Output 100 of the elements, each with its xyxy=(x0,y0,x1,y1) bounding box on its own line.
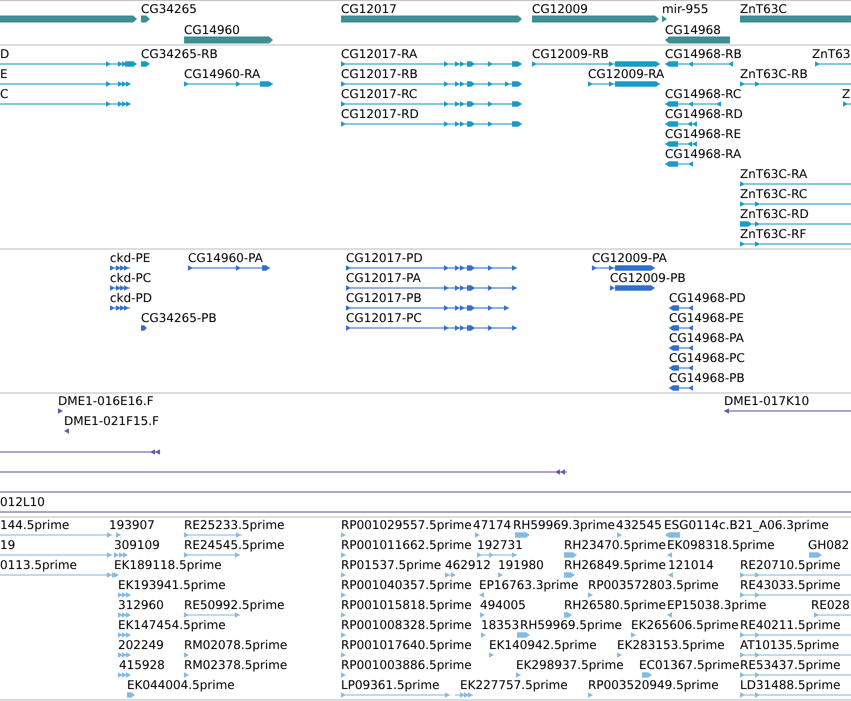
est-name: EP16763.3prime xyxy=(480,580,578,592)
protein-name: CG14968-PC xyxy=(670,353,744,362)
est-name: RE53437.5prime xyxy=(741,660,840,672)
est-name: RP003572803.5prime xyxy=(589,580,718,592)
est-name: RH59969.5prime xyxy=(521,620,622,632)
protein-name: CG12017-PB xyxy=(346,293,421,302)
est-name: EK147454.5prime xyxy=(119,620,226,632)
transcript-name: ZnT63C-RD xyxy=(740,209,808,218)
protein-name: CG12017-PA xyxy=(346,273,421,282)
transcript-name: C xyxy=(0,89,8,98)
gene-name: CG34265 xyxy=(142,4,196,14)
protein-name: ckd-PC xyxy=(110,272,150,282)
protein-name: CG14968-PE xyxy=(670,313,744,322)
gene-name: ZnT63C xyxy=(740,4,786,14)
protein-name: CG12017-PC xyxy=(346,313,422,322)
transcript-name: CG12017-RB xyxy=(342,69,417,78)
est-name: 309109 xyxy=(114,540,159,550)
est-name: 192731 xyxy=(478,540,522,550)
est-name: 432545 xyxy=(616,520,661,530)
est-name: 121014 xyxy=(669,560,714,570)
gene-name: CG14960 xyxy=(184,25,240,34)
est-name: 144.5prime xyxy=(1,520,69,532)
est-name: RP001029557.5prime xyxy=(342,520,472,532)
transcript-name: CG12017-RC xyxy=(342,89,417,98)
gene-name: CG12009 xyxy=(532,4,587,14)
est-name: RE43033.5prime xyxy=(741,580,840,592)
est-name: RP003520949.5prime xyxy=(589,680,718,692)
est-name: ESG0114c.B21_A06.3prime xyxy=(665,520,828,532)
est-name: EK298937.5prime xyxy=(517,660,624,672)
protein-name: CG12009-PB xyxy=(610,273,685,282)
transcript-name: CG12009-RA xyxy=(588,69,664,78)
est-name: LD31488.5prime xyxy=(741,680,840,692)
transcript-name: CG12009-RB xyxy=(532,49,608,58)
clone-name: DME1-021F15.F xyxy=(65,416,158,426)
est-name: 494005 xyxy=(480,600,525,610)
est-name: RP001015818.5prime xyxy=(342,600,472,612)
protein-name: CG14968-PB xyxy=(670,373,744,382)
est-name: RP001008328.5prime xyxy=(342,620,472,632)
est-name: RP001011662.5prime xyxy=(342,540,472,552)
est-name: EK283153.5prime xyxy=(618,640,724,652)
transcript-name: D xyxy=(1,49,9,58)
est-name: RH26849.5prime xyxy=(565,560,666,572)
transcript-name: CG14968-RE xyxy=(666,129,740,138)
transcript-name: ZnT63C-RA xyxy=(740,169,808,178)
est-name: RE25233.5prime xyxy=(185,520,284,532)
est-name: 47174 xyxy=(474,520,510,529)
gene-name: CG14968 xyxy=(666,25,720,34)
transcript-name: CG34265-RB xyxy=(142,49,217,58)
transcript-name: ZnT63C-RF xyxy=(740,229,806,238)
protein-name: CG14968-PD xyxy=(670,293,745,302)
clone-name: 012L10 xyxy=(0,497,44,506)
est-name: RH23470.5prime xyxy=(565,540,666,552)
transcript-name: CG14960-RA xyxy=(184,69,260,78)
transcript-name: Z xyxy=(842,89,850,98)
est-name: RM02078.5prime xyxy=(185,640,287,652)
est-name: EK193941.5prime xyxy=(119,580,226,592)
transcript-name: CG14968-RD xyxy=(666,109,742,118)
est-name: LP09361.5prime xyxy=(342,680,439,692)
est-name: RE40211.5prime xyxy=(741,620,840,632)
transcript-name: CG14968-RA xyxy=(666,149,742,158)
protein-name: ckd-PD xyxy=(110,292,152,302)
est-name: 202249 xyxy=(118,640,163,650)
clone-name: DME1-016E16.F xyxy=(59,396,153,406)
est-name: 312960 xyxy=(118,600,163,610)
est-name: EK044004.5prime xyxy=(128,680,234,692)
transcript-name: CG14968-RC xyxy=(666,89,741,98)
transcript-name: CG12017-RA xyxy=(342,49,418,58)
protein-name: ckd-PE xyxy=(110,252,150,262)
gene-name: CG12017 xyxy=(342,4,396,14)
est-name: 193907 xyxy=(110,520,154,530)
clone-name: DME1-017K10 xyxy=(725,396,808,406)
est-name: RM02378.5prime xyxy=(185,660,287,672)
gene-name: mir-955 xyxy=(663,4,708,14)
est-name: RH26580.5prime xyxy=(565,600,666,612)
est-name: RP001003886.5prime xyxy=(342,660,472,672)
est-name: 415928 xyxy=(120,660,164,670)
est-name: EK140942.5prime xyxy=(490,640,596,652)
est-name: EP15038.3prime xyxy=(668,600,766,612)
est-name: AT10135.5prime xyxy=(740,640,839,652)
est-name: EK227757.5prime xyxy=(461,680,568,692)
transcript-name: ZnT63 xyxy=(812,49,850,58)
est-name: RE028 xyxy=(812,600,849,610)
est-name: RE24545.5prime xyxy=(185,540,284,552)
protein-name: CG14960-PA xyxy=(188,253,263,262)
est-name: EK098318.5prime xyxy=(668,540,774,552)
est-name: 462912 xyxy=(446,560,490,570)
est-name: EK265606.5prime xyxy=(632,620,738,632)
est-name: 0113.5prime xyxy=(0,560,76,572)
est-name: EK189118.5prime xyxy=(115,560,222,572)
transcript-name: ZnT63C-RB xyxy=(740,69,807,78)
est-name: RP001040357.5prime xyxy=(342,580,472,592)
est-name: RE20710.5prime xyxy=(741,560,840,572)
protein-name: CG14968-PA xyxy=(670,333,744,342)
est-name: 191980 xyxy=(499,560,543,570)
est-name: RP001017640.5prime xyxy=(342,640,472,652)
est-name: GH082 xyxy=(808,540,848,550)
est-name: 18353 xyxy=(482,620,518,630)
protein-name: CG12009-PA xyxy=(592,253,667,262)
protein-name: CG12017-PD xyxy=(346,253,422,262)
est-name: 19 xyxy=(1,540,14,550)
